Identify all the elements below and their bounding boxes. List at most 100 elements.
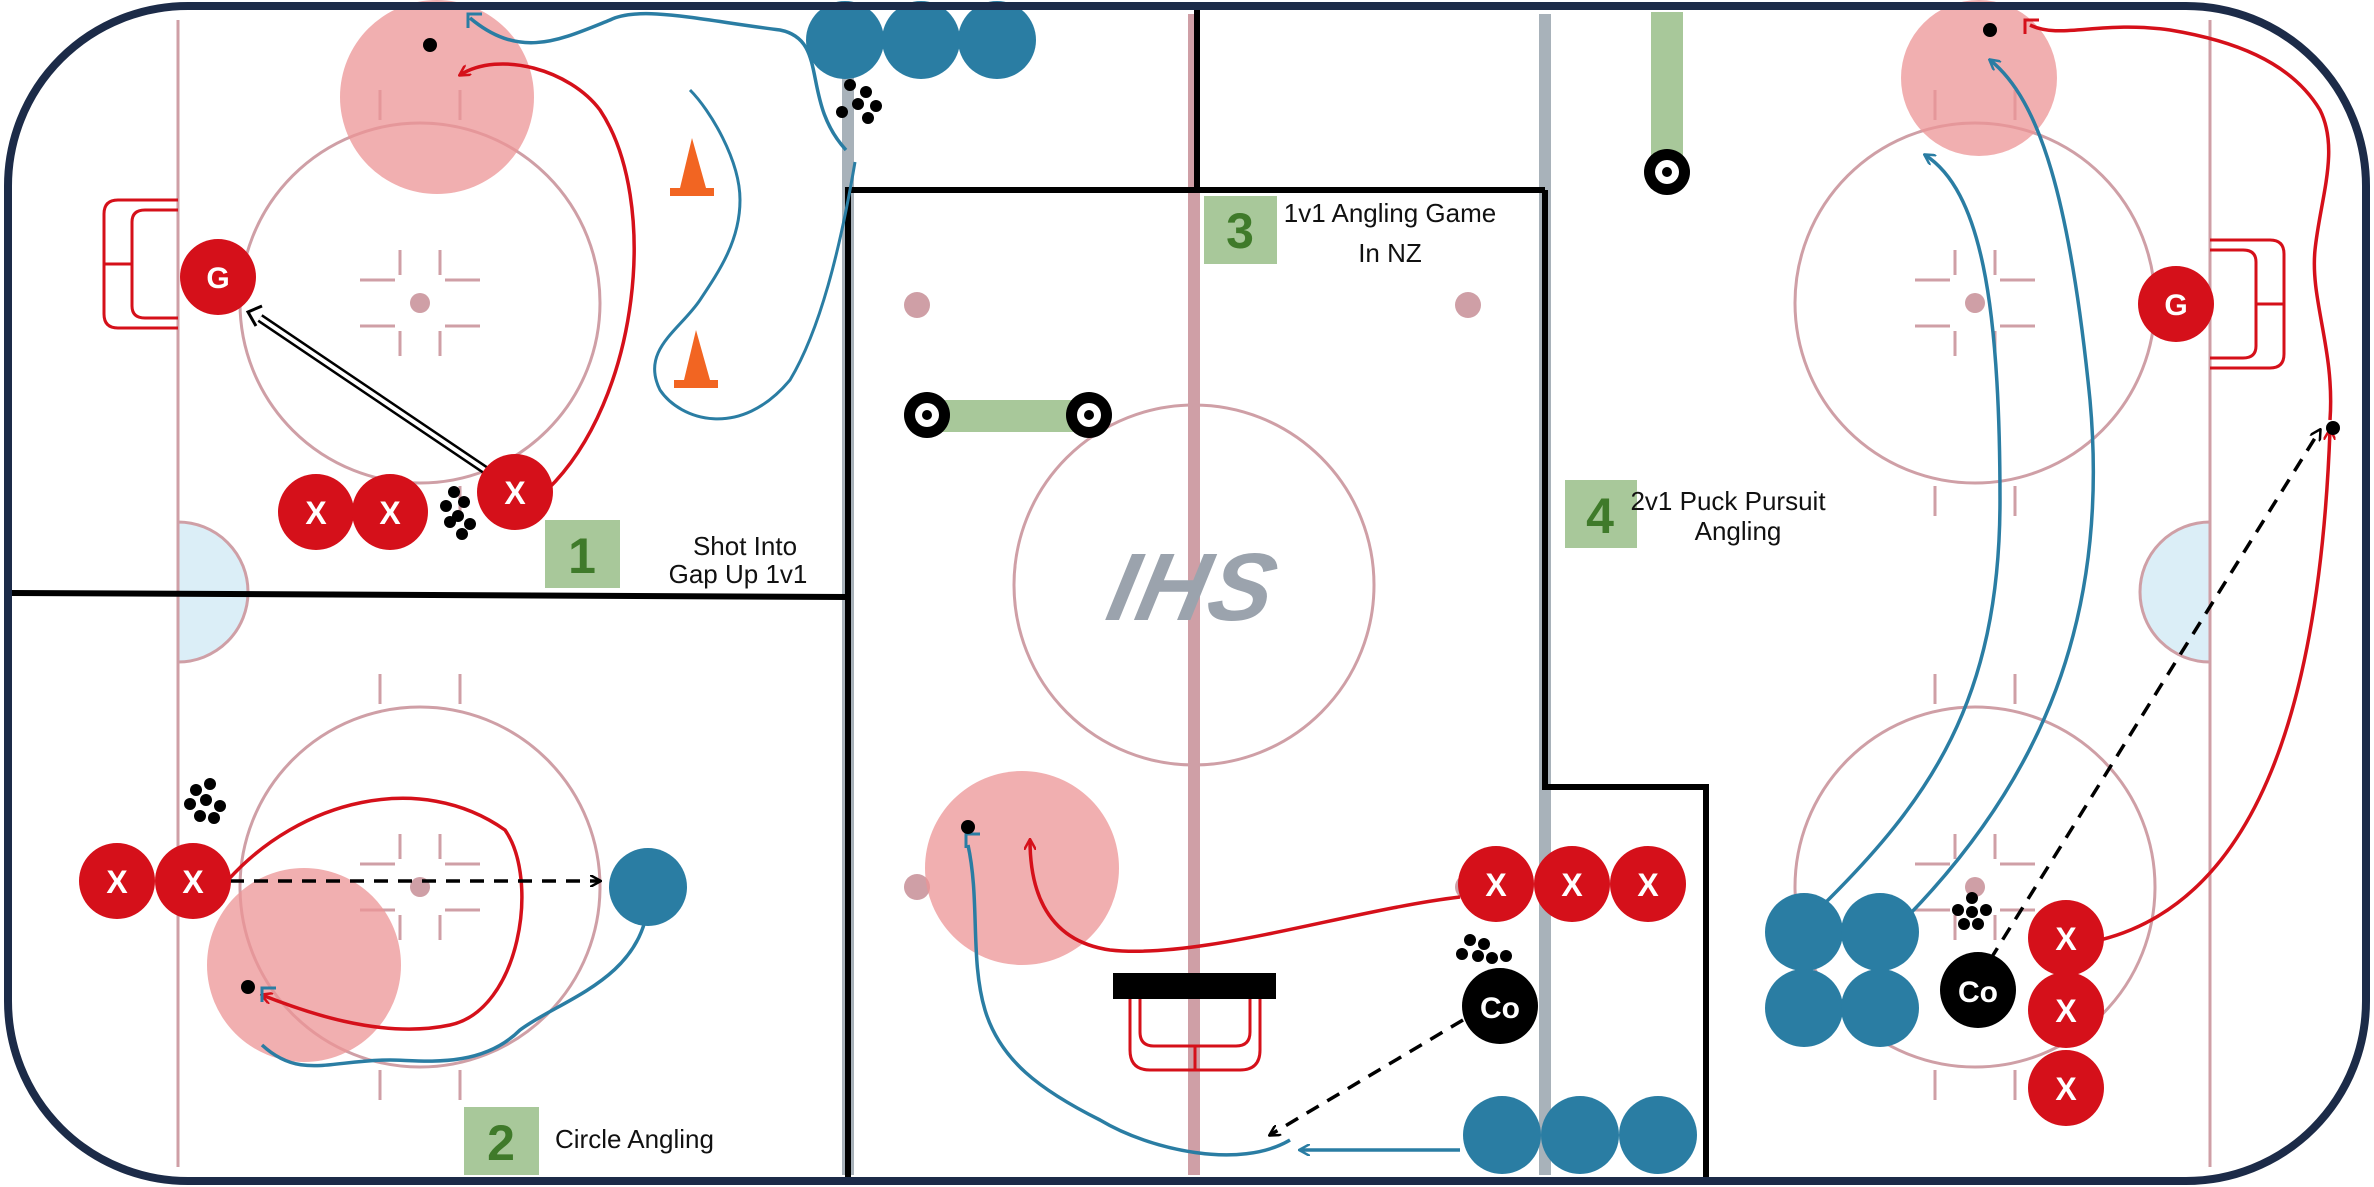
skate-path-blue-2 [260, 904, 650, 1068]
center-ice-logo: IHS [1099, 533, 1288, 641]
goalie: G [180, 239, 256, 315]
svg-text:X: X [182, 864, 204, 900]
target-zones [207, 0, 2057, 1062]
svg-text:Co: Co [1958, 976, 1998, 1009]
skate-path-blue-4b [1906, 60, 2096, 918]
svg-text:X: X [1561, 867, 1583, 903]
svg-text:X: X [2055, 921, 2077, 957]
puck-pile-icon [1456, 934, 1512, 964]
goalie: G [2138, 266, 2214, 342]
skate-path-blue-3b [966, 844, 1291, 1157]
svg-text:X: X [305, 495, 327, 531]
cone-icon [670, 138, 714, 196]
svg-text:X: X [379, 495, 401, 531]
red-player: X [1458, 846, 1534, 922]
puck-pile-icon [184, 778, 226, 824]
blue-player [609, 848, 687, 926]
target-zone-2 [207, 868, 401, 1062]
svg-text:X: X [106, 864, 128, 900]
net-icon [102, 198, 178, 330]
svg-text:G: G [2164, 289, 2187, 322]
crease-right [2138, 520, 2212, 664]
center-circle [1012, 403, 1376, 767]
blue-player [958, 1, 1036, 79]
pass-arrow-3 [1270, 1018, 1464, 1135]
red-player: X [2028, 900, 2104, 976]
skate-path-blue-1 [468, 11, 848, 152]
svg-text:In NZ: In NZ [1358, 238, 1422, 268]
faceoff-circle-bottom-left [238, 705, 602, 1069]
svg-text:2v1 Puck Pursuit: 2v1 Puck Pursuit [1630, 486, 1826, 516]
station-3-label: 3 1v1 Angling Game In NZ [1204, 196, 1496, 268]
coach: Co [1940, 952, 2016, 1028]
svg-text:G: G [206, 262, 229, 295]
blue-player [1765, 969, 1843, 1047]
target-zone-3 [925, 771, 1119, 965]
blue-player [882, 1, 960, 79]
red-player: X [1534, 846, 1610, 922]
skate-path-red-4b [2029, 23, 2333, 421]
svg-text:Angling: Angling [1695, 516, 1782, 546]
svg-text:2: 2 [487, 1115, 515, 1171]
blue-player [1841, 893, 1919, 971]
tire-icon [1644, 149, 1690, 195]
blue-player [806, 1, 884, 79]
barrier-nz [925, 400, 1090, 432]
faceoff-circle-bottom-right [1793, 705, 2157, 1069]
target-zone-4 [1901, 0, 2057, 156]
skate-path-red-3 [1030, 840, 1461, 954]
red-player: X [477, 454, 553, 530]
coach: Co [1462, 968, 1538, 1044]
red-player: X [352, 474, 428, 550]
red-player: X [155, 843, 231, 919]
red-player: X [2028, 972, 2104, 1048]
nz-dot-bottom-left [904, 874, 930, 900]
puck-pile-icon [440, 486, 476, 540]
net-icon [2210, 238, 2286, 370]
blue-player [1463, 1096, 1541, 1174]
puck-pile-icon [836, 79, 882, 124]
blue-player [1619, 1096, 1697, 1174]
red-player: X [1610, 846, 1686, 922]
svg-text:X: X [504, 475, 526, 511]
tire-icon [904, 392, 950, 438]
station-1-label: 1 Shot Into Gap Up 1v1 [545, 520, 807, 589]
svg-text:X: X [2055, 993, 2077, 1029]
red-player: X [2028, 1050, 2104, 1126]
svg-text:4: 4 [1586, 488, 1614, 544]
blue-player [1765, 893, 1843, 971]
skate-path-blue-4a [1818, 155, 2002, 910]
puck-markers [241, 23, 2340, 994]
nz-dot-top-right [1455, 292, 1481, 318]
svg-text:X: X [1637, 867, 1659, 903]
red-player: X [79, 843, 155, 919]
pass-arrow-4 [1988, 430, 2320, 961]
svg-text:X: X [1485, 867, 1507, 903]
skate-path-red-2 [226, 796, 524, 1031]
skate-path-red-1 [460, 62, 636, 492]
barrier-top [1651, 12, 1683, 172]
svg-text:Circle Angling: Circle Angling [555, 1124, 714, 1154]
nz-dot-top-left [904, 292, 930, 318]
blue-players [609, 1, 1919, 1174]
svg-text:1: 1 [568, 528, 596, 584]
net-icon [1113, 973, 1276, 1072]
svg-text:1v1 Angling Game: 1v1 Angling Game [1284, 198, 1496, 228]
station-2-label: 2 Circle Angling [464, 1107, 714, 1175]
svg-text:Gap Up 1v1: Gap Up 1v1 [669, 559, 808, 589]
blue-player [1841, 969, 1919, 1047]
svg-text:X: X [2055, 1071, 2077, 1107]
svg-text:Shot Into: Shot Into [693, 531, 797, 561]
skate-path-red-4 [2099, 430, 2330, 942]
red-player: X [278, 474, 354, 550]
rink-boards [4, 2, 2370, 1185]
skate-path-blue-1b [653, 88, 857, 421]
tire-icon [1066, 392, 1112, 438]
blue-player [1541, 1096, 1619, 1174]
puck-pile-icon [1952, 892, 1992, 930]
cone-icon [674, 330, 718, 388]
station-borders [11, 8, 1709, 1178]
target-zone-1 [340, 0, 534, 194]
svg-text:3: 3 [1226, 203, 1254, 259]
